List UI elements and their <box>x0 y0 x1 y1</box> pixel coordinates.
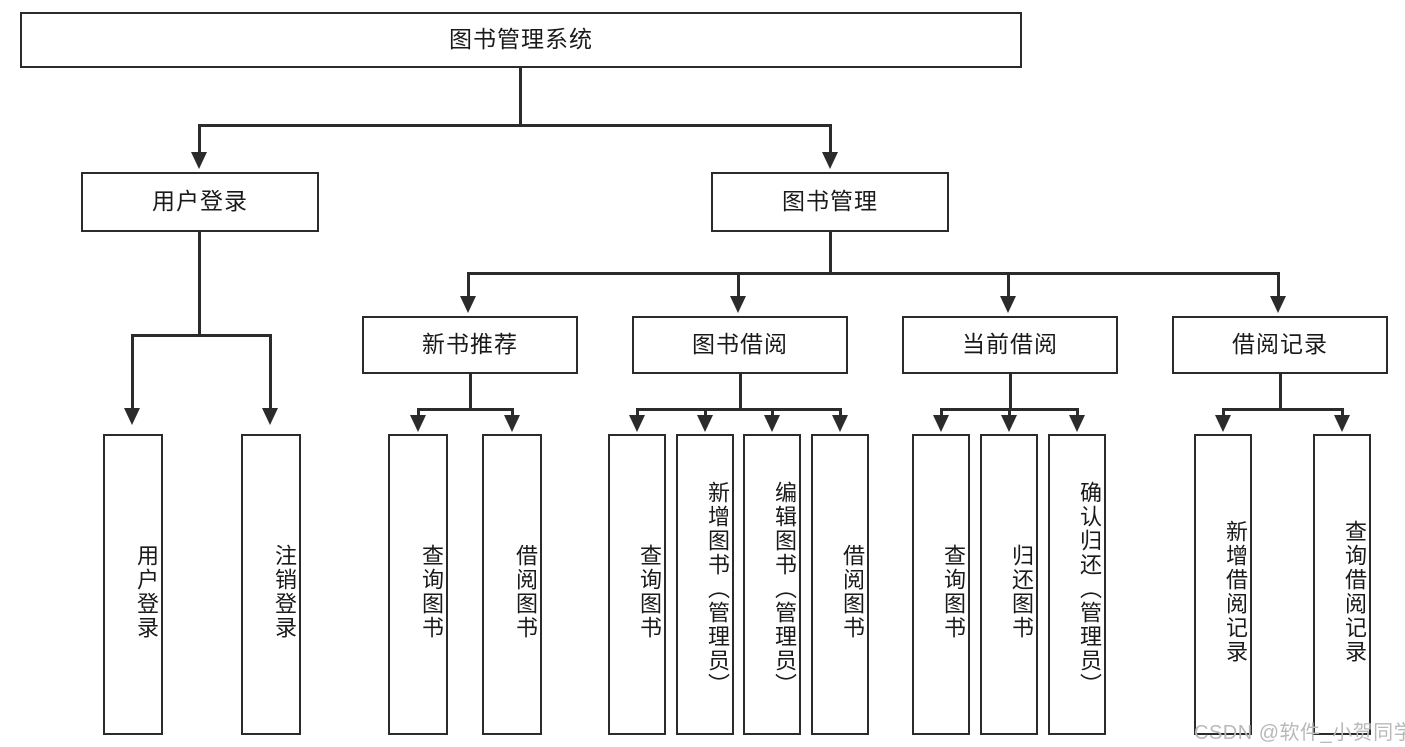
node-label: 确认归还（管理员） <box>1077 480 1102 697</box>
node-borrow-record[interactable]: 借阅记录 <box>1172 316 1388 374</box>
arrowhead-book-mgmt-l2-1 <box>460 296 476 313</box>
node-label: 归还图书 <box>1009 543 1034 640</box>
arrowhead-book-borrow-leaf-3 <box>764 415 780 432</box>
connector-book-borrow-to-leaf-3 <box>771 408 774 418</box>
connector-book-borrow-bar <box>637 408 841 411</box>
connector-root-stem <box>519 68 522 124</box>
connector-user-login-bar <box>132 334 271 337</box>
arrowhead-book-borrow-leaf-2 <box>697 415 713 432</box>
arrowhead-current-borrow-leaf-3 <box>1069 415 1085 432</box>
connector-book-mgmt-stem <box>829 232 832 272</box>
node-label: 图书管理系统 <box>449 26 593 53</box>
node-label: 新增借阅记录 <box>1223 519 1248 664</box>
node-label: 借阅图书 <box>840 543 865 640</box>
connector-root-to-user-login <box>198 124 201 153</box>
arrowhead-current-borrow-leaf-2 <box>1001 415 1017 432</box>
connector-current-borrow-to-leaf-1 <box>940 408 943 418</box>
connector-new-book-bar <box>418 408 513 411</box>
arrowhead-book-mgmt-l2-2 <box>730 296 746 313</box>
leaf-book-borrow-borrow[interactable]: 借阅图书 <box>811 434 869 735</box>
connector-user-login-to-leaf-1 <box>131 334 134 409</box>
leaf-book-borrow-edit[interactable]: 编辑图书（管理员） <box>743 434 801 735</box>
connector-book-borrow-to-leaf-4 <box>839 408 842 418</box>
connector-current-borrow-to-leaf-2 <box>1008 408 1011 418</box>
arrowhead-borrow-record-leaf-2 <box>1334 415 1350 432</box>
connector-book-borrow-to-leaf-2 <box>704 408 707 418</box>
node-label: 图书管理 <box>782 188 878 215</box>
connector-new-book-to-leaf-1 <box>417 408 420 418</box>
node-label: 当前借阅 <box>962 331 1058 358</box>
connector-current-borrow-to-leaf-3 <box>1076 408 1079 418</box>
connector-book-borrow-to-leaf-1 <box>636 408 639 418</box>
leaf-new-book-query[interactable]: 查询图书 <box>388 434 448 735</box>
connector-borrow-record-bar <box>1223 408 1342 411</box>
node-book-borrow[interactable]: 图书借阅 <box>632 316 848 374</box>
connector-book-mgmt-bar <box>468 272 1279 275</box>
connector-new-book-to-leaf-2 <box>511 408 514 418</box>
node-label: 借阅记录 <box>1232 331 1328 358</box>
leaf-user-login-login[interactable]: 用户登录 <box>103 434 163 735</box>
node-label: 编辑图书（管理员） <box>772 480 797 697</box>
node-current-borrow[interactable]: 当前借阅 <box>902 316 1118 374</box>
connector-borrow-record-to-leaf-2 <box>1341 408 1344 418</box>
node-label: 查询图书 <box>941 543 966 640</box>
leaf-current-borrow-return[interactable]: 归还图书 <box>980 434 1038 735</box>
arrowhead-user-login-leaf-1 <box>124 408 140 425</box>
arrowhead-book-borrow-leaf-4 <box>832 415 848 432</box>
arrowhead-root-to-book-mgmt <box>822 152 838 169</box>
node-root-图书管理系统[interactable]: 图书管理系统 <box>20 12 1022 68</box>
connector-root-to-book-mgmt <box>829 124 832 153</box>
leaf-current-borrow-confirm[interactable]: 确认归还（管理员） <box>1048 434 1106 735</box>
arrowhead-book-mgmt-l2-3 <box>1000 296 1016 313</box>
node-label: 图书借阅 <box>692 331 788 358</box>
arrowhead-new-book-leaf-1 <box>410 415 426 432</box>
leaf-book-borrow-add[interactable]: 新增图书（管理员） <box>676 434 734 735</box>
connector-borrow-record-to-leaf-1 <box>1222 408 1225 418</box>
node-label: 查询图书 <box>637 543 662 640</box>
connector-user-login-to-leaf-2 <box>269 334 272 409</box>
node-label: 查询图书 <box>419 543 444 640</box>
arrowhead-borrow-record-leaf-1 <box>1215 415 1231 432</box>
connector-book-mgmt-to-l2-1 <box>467 272 470 297</box>
node-label: 新增图书（管理员） <box>705 480 730 697</box>
leaf-borrow-record-add[interactable]: 新增借阅记录 <box>1194 434 1252 735</box>
leaf-book-borrow-query[interactable]: 查询图书 <box>608 434 666 735</box>
connector-book-borrow-stem <box>739 374 742 408</box>
node-label: 用户登录 <box>152 188 248 215</box>
connector-borrow-record-stem <box>1279 374 1282 408</box>
node-label: 查询借阅记录 <box>1342 519 1367 664</box>
node-book-management[interactable]: 图书管理 <box>711 172 949 232</box>
node-label: 借阅图书 <box>513 543 538 640</box>
arrowhead-root-to-user-login <box>191 152 207 169</box>
csdn-watermark: CSDN @软件_小贺同学 <box>1194 722 1405 744</box>
leaf-borrow-record-query[interactable]: 查询借阅记录 <box>1313 434 1371 735</box>
arrowhead-book-borrow-leaf-1 <box>629 415 645 432</box>
connector-book-mgmt-to-l2-2 <box>737 272 740 297</box>
connector-current-borrow-stem <box>1009 374 1012 408</box>
node-label: 注销登录 <box>272 543 297 640</box>
connector-book-mgmt-to-l2-3 <box>1007 272 1010 297</box>
leaf-user-login-logout[interactable]: 注销登录 <box>241 434 301 735</box>
arrowhead-current-borrow-leaf-1 <box>933 415 949 432</box>
leaf-new-book-borrow[interactable]: 借阅图书 <box>482 434 542 735</box>
node-label: 用户登录 <box>134 543 159 640</box>
node-new-book-recommend[interactable]: 新书推荐 <box>362 316 578 374</box>
node-user-login[interactable]: 用户登录 <box>81 172 319 232</box>
arrowhead-user-login-leaf-2 <box>262 408 278 425</box>
connector-user-login-stem <box>198 232 201 334</box>
arrowhead-book-mgmt-l2-4 <box>1270 296 1286 313</box>
leaf-current-borrow-query[interactable]: 查询图书 <box>912 434 970 735</box>
connector-book-mgmt-to-l2-4 <box>1277 272 1280 297</box>
arrowhead-new-book-leaf-2 <box>504 415 520 432</box>
node-label: 新书推荐 <box>422 331 518 358</box>
connector-new-book-stem <box>469 374 472 408</box>
connector-root-bar <box>199 124 832 127</box>
